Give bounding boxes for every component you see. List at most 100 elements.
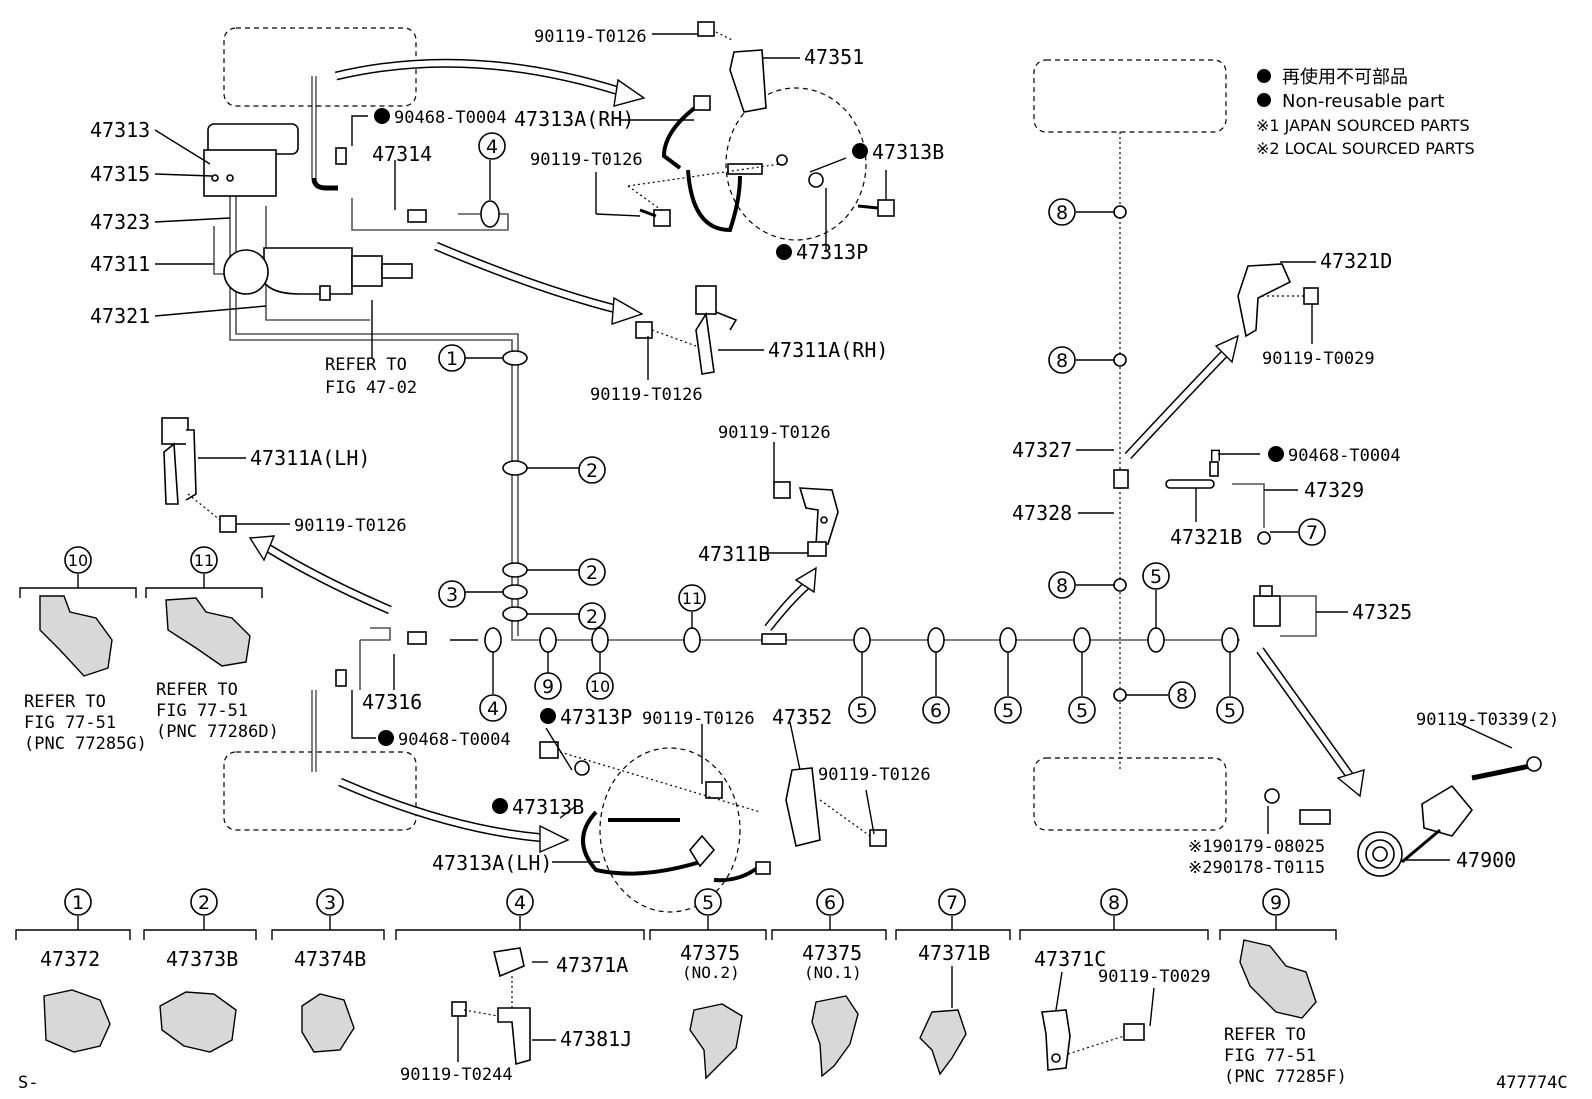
- clamp-47375-no2-icon: [689, 1003, 743, 1080]
- label-90119-352: 90119-T0126: [818, 765, 931, 785]
- direction-arrows: [248, 58, 1365, 854]
- callout-5: 5: [1150, 566, 1162, 588]
- callout-6: 6: [930, 700, 942, 722]
- callout-5: 5: [856, 700, 868, 722]
- callout-8: 8: [1176, 685, 1188, 707]
- part-labels: 47313 47315 47323 47311 47321 REFER TO F…: [90, 27, 1559, 878]
- junction-47311b: [773, 481, 839, 557]
- legend: 再使用不可部品 Non-reusable part ※1 JAPAN SOURC…: [1256, 67, 1475, 158]
- table-callout-2: 2: [198, 892, 210, 914]
- label-47352: 47352: [772, 705, 832, 729]
- table-refer-line3: (PNC 77285F): [1224, 1067, 1347, 1087]
- clamp-47375-no1-icon: [811, 995, 859, 1078]
- nonreusable-dot-icon: [374, 108, 390, 124]
- callout-5: 5: [1002, 700, 1014, 722]
- diagram-callouts: 1 4 2 2 2 3 4 9 10 11 5 6 5 5 5 5 8 8 8 …: [438, 132, 1326, 724]
- nonreusable-dot-icon: [852, 143, 868, 159]
- label-47351: 47351: [804, 45, 864, 69]
- legend-japan-sourced: ※1 JAPAN SOURCED PARTS: [1256, 116, 1470, 135]
- callout-3: 3: [446, 584, 458, 606]
- callout-5: 5: [1224, 700, 1236, 722]
- label-47313a-lh: 47313A(LH): [432, 851, 552, 875]
- refer-11-line3: (PNC 77286D): [156, 722, 279, 742]
- label-90119-t0339: 90119-T0339(2): [1416, 710, 1559, 730]
- table-callout-4: 4: [514, 892, 526, 914]
- callout-10: 10: [590, 677, 610, 696]
- table-part-90119-t0029: 90119-T0029: [1098, 967, 1211, 987]
- label-47311: 47311: [90, 252, 150, 276]
- table-sub-no1: (NO.1): [804, 963, 862, 982]
- callout-10: 10: [68, 551, 88, 570]
- footer-left: S-: [18, 1073, 38, 1093]
- label-90179: ※190179-08025: [1188, 837, 1325, 857]
- callout-11: 11: [682, 589, 702, 608]
- label-90468-bot: 90468-T0004: [398, 730, 511, 750]
- label-90119-rh: 90119-T0126: [530, 150, 643, 170]
- table-callout-1: 1: [72, 892, 84, 914]
- legend-local-sourced: ※2 LOCAL SOURCED PARTS: [1256, 139, 1475, 158]
- label-47315: 47315: [90, 162, 150, 186]
- brake-line-main: [213, 168, 1240, 702]
- label-90119-311b: 90119-T0126: [718, 423, 831, 443]
- table-callout-3: 3: [324, 892, 336, 914]
- label-47321: 47321: [90, 304, 150, 328]
- label-47313b-bot: 47313B: [512, 795, 584, 819]
- label-90178: ※290178-T0115: [1188, 858, 1325, 878]
- label-90119-t0029: 90119-T0029: [1262, 349, 1375, 369]
- label-47321d: 47321D: [1320, 249, 1392, 273]
- clamp-47374b-icon: [301, 993, 355, 1053]
- nonreusable-dot-icon: [1257, 69, 1271, 83]
- clamp-47372-icon: [43, 989, 111, 1053]
- master-cylinder-assembly: [203, 123, 413, 301]
- clamp-47371a-icon: [493, 947, 525, 978]
- connector-icon: ⊓: [1210, 445, 1221, 466]
- callout-1: 1: [446, 348, 458, 370]
- label-47327: 47327: [1012, 438, 1072, 462]
- table-sub-no2: (NO.2): [682, 963, 740, 982]
- illustration-code: 477774C: [1496, 1073, 1568, 1093]
- clamp-10-icon: [39, 595, 113, 677]
- label-90119-top: 90119-T0126: [534, 27, 647, 47]
- table-part-47371b: 47371B: [918, 941, 990, 965]
- bolt-90119-t0244-icon: [451, 1001, 467, 1017]
- clamp-9-icon: [1239, 939, 1317, 1019]
- refer-fig-label: FIG 47-02: [325, 378, 417, 398]
- callout-11: 11: [194, 551, 214, 570]
- brake-hose-lh: [539, 741, 887, 913]
- callout-4: 4: [487, 698, 499, 720]
- clamp-table: 1 2 3 4 5 6 7 8 9 47372 47373B 47374B 47…: [15, 888, 1347, 1087]
- label-90119-rh2: 90119-T0126: [590, 385, 703, 405]
- label-47328: 47328: [1012, 501, 1072, 525]
- refer-10-line2: FIG 77-51: [24, 713, 116, 733]
- label-47900: 47900: [1456, 848, 1516, 872]
- legend-japanese: 再使用不可部品: [1282, 67, 1408, 88]
- table-part-47371a: 47371A: [556, 953, 628, 977]
- label-90468-top: 90468-T0004: [394, 108, 507, 128]
- refer-to-label: REFER TO: [325, 355, 407, 375]
- label-47311b: 47311B: [698, 542, 770, 566]
- label-47313a-rh: 47313A(RH): [514, 107, 634, 131]
- label-47323: 47323: [90, 210, 150, 234]
- callout-2: 2: [586, 460, 598, 482]
- table-part-47381j: 47381J: [560, 1027, 632, 1051]
- junction-rh: [635, 285, 738, 375]
- label-47329: 47329: [1304, 478, 1364, 502]
- nonreusable-dot-icon: [378, 730, 394, 746]
- table-part-47372: 47372: [40, 947, 100, 971]
- refer-10-line1: REFER TO: [24, 692, 106, 712]
- table-callout-5: 5: [702, 892, 714, 914]
- label-47316: 47316: [362, 690, 422, 714]
- label-90119-lh: 90119-T0126: [294, 516, 407, 536]
- junction-lh: [161, 417, 237, 533]
- table-callout-7: 7: [946, 892, 958, 914]
- bolt-90119-t0029-icon: [1123, 1023, 1145, 1041]
- table-part-47373b: 47373B: [166, 947, 238, 971]
- nonreusable-dot-icon: [1257, 93, 1271, 107]
- nonreusable-dot-icon: [540, 708, 556, 724]
- callout-2: 2: [586, 606, 598, 628]
- callout-8: 8: [1056, 575, 1068, 597]
- rear-components: [1113, 263, 1319, 637]
- table-part-47371c: 47371C: [1034, 947, 1106, 971]
